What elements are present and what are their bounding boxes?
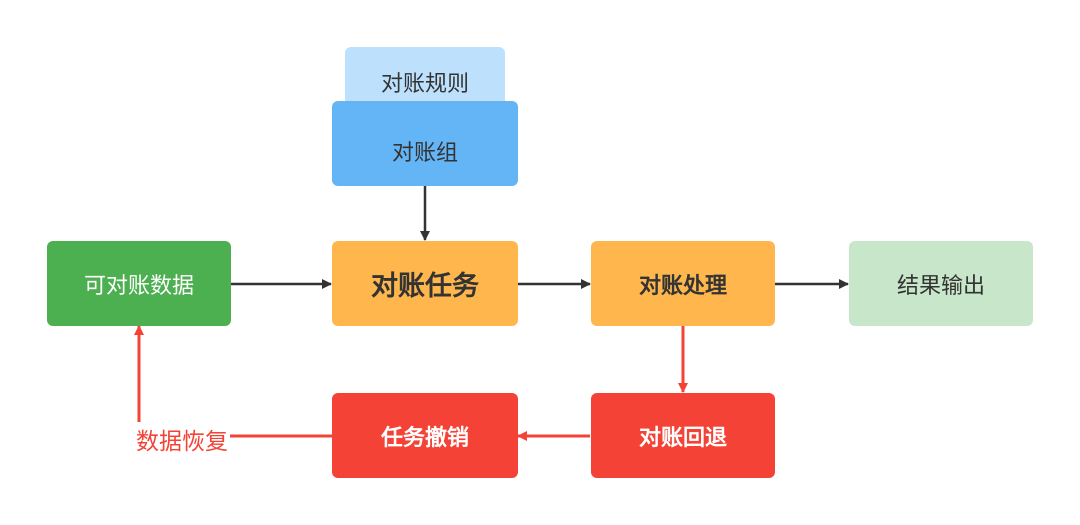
node-data-label: 可对账数据 [83, 273, 194, 299]
node-group-label: 对账组 [391, 140, 458, 166]
edge-cancel-to-data [134, 325, 332, 438]
node-task-label: 对账任务 [371, 271, 479, 302]
node-task: 对账任务 [332, 241, 518, 326]
node-process: 对账处理 [591, 241, 775, 326]
edge-recover-label: 数据恢复 [134, 422, 230, 456]
node-data: 可对账数据 [47, 241, 231, 326]
node-output: 结果输出 [849, 241, 1033, 326]
node-process-label: 对账处理 [638, 273, 727, 299]
node-rules-label: 对账规则 [380, 72, 469, 97]
node-rollback: 对账回退 [591, 393, 775, 478]
node-cancel-label: 任务撤销 [380, 425, 469, 451]
node-rollback-label: 对账回退 [638, 425, 727, 451]
node-output-label: 结果输出 [896, 273, 985, 299]
node-group: 对账组 [332, 101, 518, 186]
node-cancel: 任务撤销 [332, 393, 518, 478]
